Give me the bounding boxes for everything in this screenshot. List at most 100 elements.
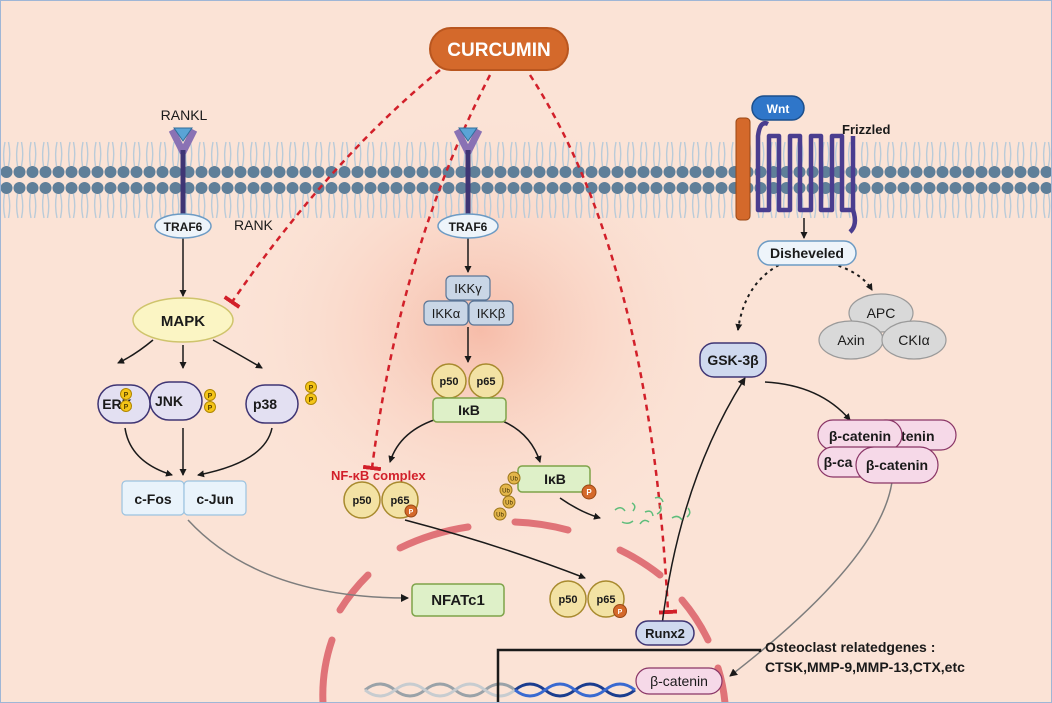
phospho-badge-label: P <box>208 393 213 400</box>
rank-receptor <box>168 128 198 222</box>
disheveled-label: Disheveled <box>770 245 844 261</box>
phospho-badge <box>305 381 317 393</box>
ikk-gamma <box>445 275 491 301</box>
beta-catenin-label-partial: β-ca <box>824 454 853 470</box>
cfos-label: c-Fos <box>134 491 172 507</box>
ikb-node <box>432 397 507 423</box>
ckia-label: CKIα <box>898 332 929 348</box>
phospho-badge-label: P <box>618 609 623 616</box>
frizzled-label: Frizzled <box>842 122 890 137</box>
p65-nucleus-label: p65 <box>597 594 616 606</box>
nfkb-receptor <box>453 128 483 222</box>
beta-catenin-nucleus-label: β-catenin <box>650 673 708 689</box>
nfkb-receptor-ligand <box>458 127 478 142</box>
p65-label: p65 <box>477 376 496 388</box>
cjun-label: c-Jun <box>196 491 233 507</box>
rankl-label: RANKL <box>161 107 208 123</box>
wnt-label: Wnt <box>767 102 790 116</box>
p50-complex-label: p50 <box>353 495 372 507</box>
osteoclast-genes-list: CTSK,MMP-9,MMP-13,CTX,etc <box>765 659 965 675</box>
phospho-badge-label: P <box>124 392 129 399</box>
phospho-badges-mapk: P P P P P P <box>120 381 317 413</box>
ikk-gamma-label: IKKγ <box>454 281 482 296</box>
proteasome-fragments <box>614 496 691 525</box>
frizzled-receptor <box>755 121 858 234</box>
ubiquitin-label: Ub <box>502 489 510 495</box>
ckia-node <box>881 320 947 360</box>
ikk-alpha <box>423 300 469 326</box>
ubiquitin <box>499 483 513 497</box>
curcumin-label: CURCUMIN <box>447 40 550 61</box>
signaling-arrows <box>117 218 893 702</box>
p38-label: p38 <box>253 396 277 412</box>
phospho-badge <box>204 401 216 413</box>
phospho-badge <box>404 504 418 518</box>
runx2-node <box>635 620 695 646</box>
apc-label: APC <box>867 305 896 321</box>
p50-nucleus-label: p50 <box>559 594 578 606</box>
cell-membrane <box>0 134 1052 224</box>
jnk-node <box>149 381 203 421</box>
traf6-left-label: TRAF6 <box>164 220 203 234</box>
curcumin-pill <box>429 27 569 71</box>
rankl-ligand <box>173 127 193 142</box>
rank-label: RANK <box>234 217 274 233</box>
ubiquitin-label: Ub <box>510 477 518 483</box>
ubiquitin <box>502 495 516 509</box>
beta-catenin-label: β-catenin <box>829 428 891 444</box>
phospho-badge-label: P <box>309 397 314 404</box>
lrp-coreceptor <box>735 117 751 221</box>
osteoclast-genes-title: Osteoclast relatedgenes : <box>765 639 935 655</box>
ikk-beta <box>468 300 514 326</box>
traf6-right-label: TRAF6 <box>449 220 488 234</box>
wnt-ligand <box>751 95 805 121</box>
phospho-badge-label: P <box>586 488 592 497</box>
jnk-label: JNK <box>155 393 183 409</box>
beta-catenin-label: β-catenin <box>866 457 928 473</box>
mapk-node <box>132 297 234 343</box>
ubiquitin <box>507 471 521 485</box>
nucleus-envelope <box>319 518 729 703</box>
gsk3b-label: GSK-3β <box>707 352 759 368</box>
phospho-badge <box>581 484 597 500</box>
curcumin-inhibitions <box>223 69 678 615</box>
beta-catenin-front <box>855 446 939 484</box>
p38-node <box>245 384 299 424</box>
phospho-badge-label: P <box>124 404 129 411</box>
phospho-badge <box>613 604 627 618</box>
runx2-label: Runx2 <box>645 626 685 641</box>
dna-helix <box>364 682 636 698</box>
nfatc1-node <box>411 583 505 617</box>
ubiquitin <box>493 507 507 521</box>
mapk-label: MAPK <box>161 313 205 330</box>
disheveled-dotted-arrows <box>735 261 873 331</box>
axin-label: Axin <box>837 332 864 348</box>
ikb-label: IκB <box>458 402 480 418</box>
p65-complex-label: p65 <box>391 495 410 507</box>
ubiquitin-chain: Ub Ub Ub Ub <box>493 471 521 521</box>
beta-catenin-nucleus <box>635 667 723 695</box>
ikb-ub-label: IκB <box>544 471 566 487</box>
ikk-beta-label: IKKβ <box>477 306 505 321</box>
p50-label: p50 <box>440 376 459 388</box>
p50-nucleus <box>549 580 587 618</box>
phospho-badge <box>120 400 132 412</box>
ubiquitin-label: Ub <box>496 513 504 519</box>
cjun-node <box>183 480 247 516</box>
ikk-alpha-label: IKKα <box>432 306 461 321</box>
beta-catenin-cluster: catenin β-catenin β-ca β-catenin <box>817 419 957 484</box>
nfkb-complex-label: NF-κB complex <box>331 468 426 483</box>
phospho-badge <box>120 388 132 400</box>
phospho-badge <box>204 389 216 401</box>
p50-complex <box>343 481 381 519</box>
ubiquitin-label: Ub <box>505 501 513 507</box>
phospho-badge-label: P <box>309 385 314 392</box>
disheveled-node <box>757 240 857 266</box>
phospho-badge-label: P <box>409 509 414 516</box>
traf6-right <box>437 213 499 239</box>
nfatc1-label: NFATc1 <box>431 592 485 609</box>
gsk3b-node <box>699 342 767 378</box>
traf6-left <box>154 213 212 239</box>
